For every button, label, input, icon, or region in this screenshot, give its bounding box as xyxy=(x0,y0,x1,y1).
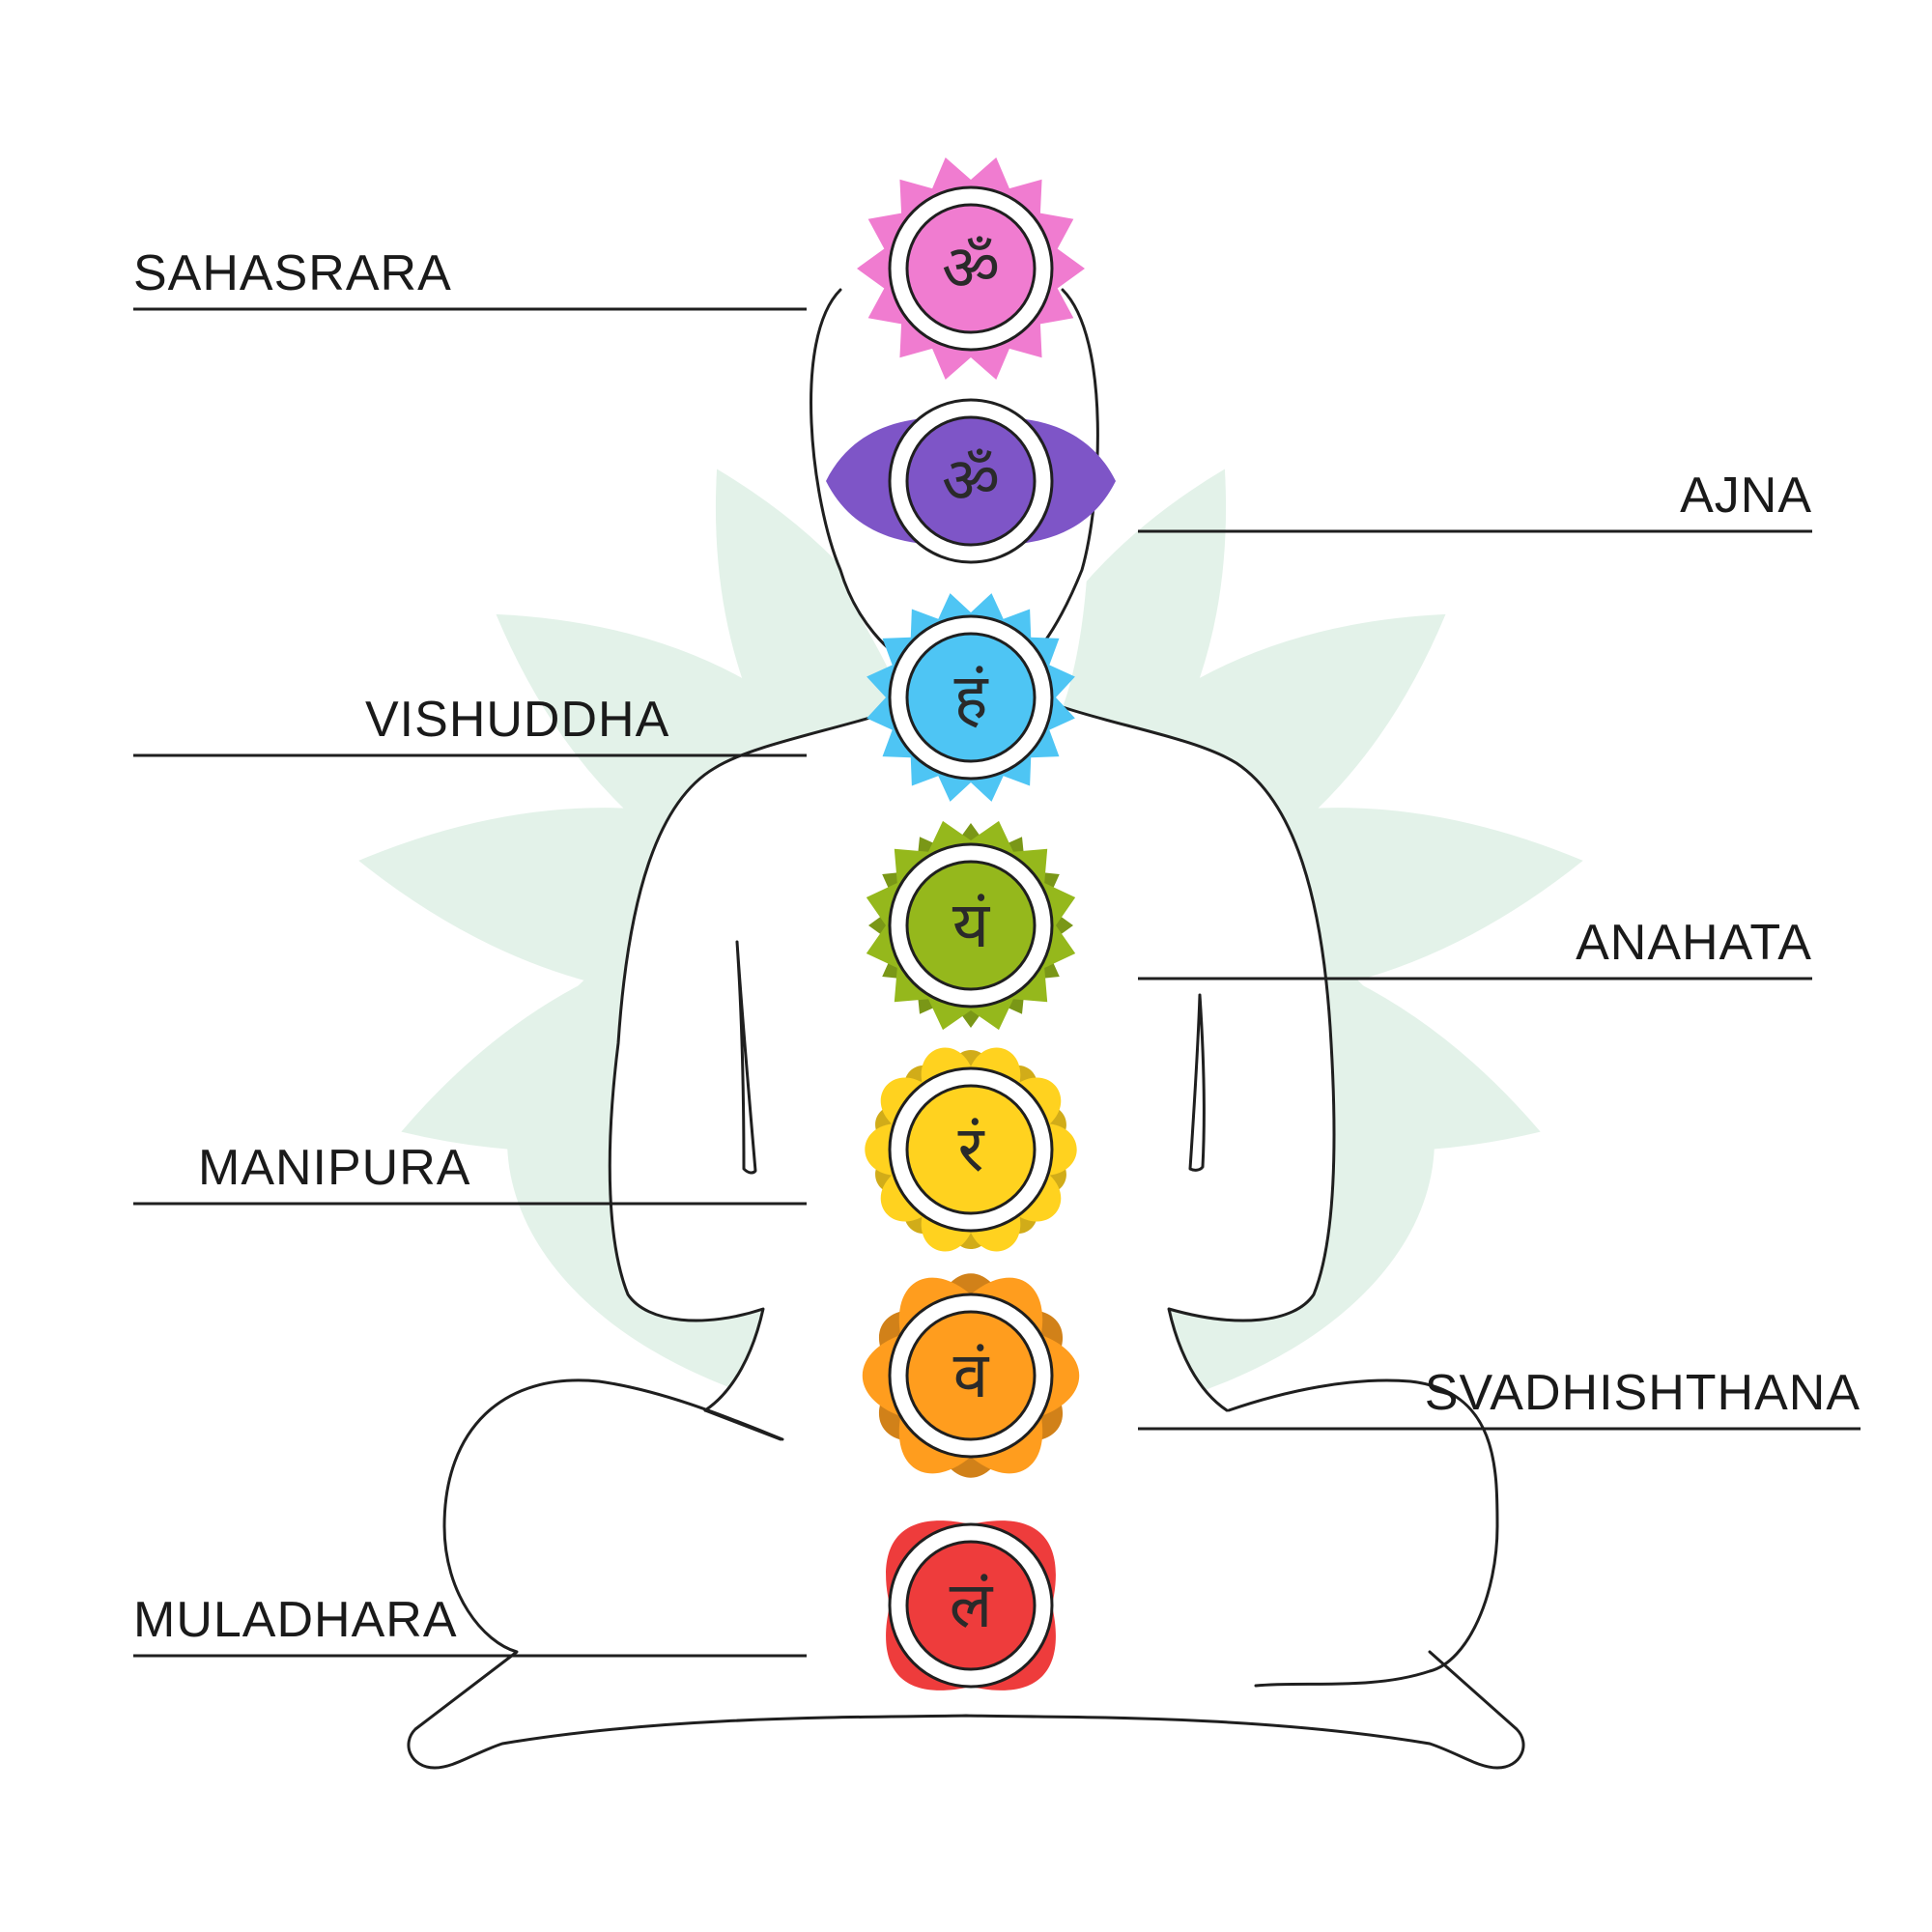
chakra-symbol: रं xyxy=(958,1112,985,1186)
chakra-ajna: ॐ xyxy=(826,398,1116,564)
label-manipura: MANIPURA xyxy=(198,1140,470,1196)
chakra-sahasrara: ॐ xyxy=(857,156,1085,381)
chakra-vishuddha: हं xyxy=(867,593,1075,802)
chakra-labels: SAHASRARA AJNA VISHUDDHA ANAHATA MANIPURA SVA… xyxy=(133,245,1861,1648)
leader-lines xyxy=(133,307,1861,1658)
chakra-symbol: ॐ xyxy=(942,231,1000,305)
chakra-anahata: यं xyxy=(866,820,1076,1031)
chakra-disc xyxy=(905,1310,1037,1441)
chakra-symbol: यं xyxy=(952,888,991,962)
left-arm-slit xyxy=(735,940,757,1175)
chakra-manipura: रं xyxy=(865,1047,1077,1252)
chakra-disc xyxy=(905,1540,1037,1671)
chakra-muladhara: लं xyxy=(886,1520,1056,1690)
legs-outline xyxy=(407,1378,1525,1770)
label-sahasrara: SAHASRARA xyxy=(133,245,452,301)
label-ajna: AJNA xyxy=(1680,468,1812,524)
torso-outline xyxy=(608,705,905,1412)
chakra-disc xyxy=(905,632,1037,763)
right-arm-slit xyxy=(1188,993,1206,1172)
chakra-symbol: वं xyxy=(953,1338,990,1412)
chakra-disc xyxy=(905,203,1037,334)
chakra-disc xyxy=(905,1084,1037,1215)
body-outline xyxy=(407,288,1525,1770)
chakra-column: ॐ ॐ हं यं रं वं लं xyxy=(826,156,1116,1690)
torso-outline-right xyxy=(1061,705,1336,1412)
chakra-disc xyxy=(905,415,1037,547)
label-muladhara: MULADHARA xyxy=(133,1592,458,1648)
head-outline xyxy=(810,288,1099,668)
left-knee-fold xyxy=(703,1408,782,1441)
chakra-svadhishthana: वं xyxy=(862,1273,1080,1478)
label-anahata: ANAHATA xyxy=(1576,915,1812,971)
chakra-symbol: हं xyxy=(953,660,988,734)
chakra-disc xyxy=(905,860,1037,991)
label-vishuddha: VISHUDDHA xyxy=(365,692,669,748)
chakra-symbol: ॐ xyxy=(942,443,1000,518)
label-svadhishthana: SVADHISHTHANA xyxy=(1425,1365,1861,1421)
chakra-symbol: लं xyxy=(950,1568,994,1642)
legs-outline-right xyxy=(1227,1378,1499,1688)
